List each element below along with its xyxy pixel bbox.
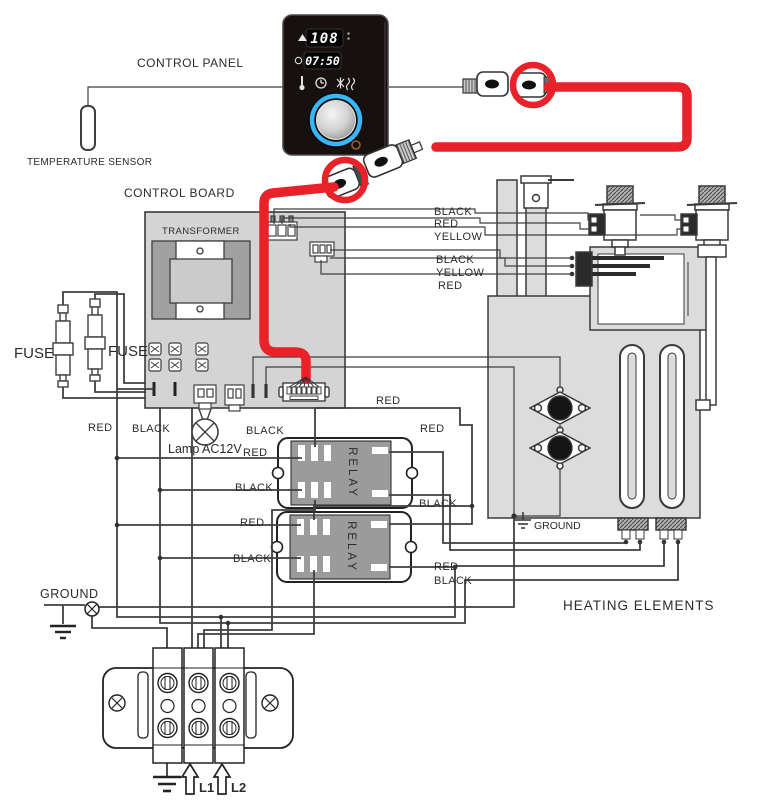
board-sensor-connector — [264, 215, 298, 241]
steam-icon — [336, 77, 356, 91]
fill-fitting — [520, 175, 574, 209]
fuse-a — [52, 304, 74, 388]
power-wires — [44, 291, 679, 652]
wire-label: BLACK — [434, 575, 472, 587]
wire-label: RED — [243, 447, 267, 459]
mount-screw-right — [261, 694, 279, 712]
control-board — [144, 211, 346, 412]
red-cable-1 — [431, 82, 692, 152]
wires — [87, 86, 683, 517]
lamp — [191, 408, 219, 446]
heating-element-terminals — [617, 517, 687, 540]
wire-label: BLACK — [233, 553, 271, 565]
power-led-ring — [351, 140, 361, 150]
ground-tank-label: GROUND — [534, 520, 581, 532]
degree-icon — [347, 32, 350, 40]
wire-label: BLACK — [132, 423, 170, 435]
fuse-b — [84, 298, 106, 382]
control-panel: 108 07:50 — [282, 14, 389, 156]
mount-screw-left — [108, 694, 126, 712]
labels: CONTROL PANEL TEMPERATURE SENSOR CONTROL… — [14, 56, 715, 795]
fuse-b-label: FUSE — [108, 343, 148, 360]
clock-icon — [294, 56, 303, 65]
control-knob[interactable] — [308, 92, 364, 148]
relay-1: RELAY — [271, 437, 419, 509]
heating-element-tubes — [619, 344, 685, 509]
temperature-sensor — [80, 105, 96, 151]
board-cable-connectors — [322, 138, 424, 199]
relay-2: RELAY — [270, 511, 418, 583]
board-aux-connector — [309, 241, 335, 263]
inline-fuses — [52, 298, 106, 388]
wire-label: RED — [434, 561, 458, 573]
time-display-value: 07:50 — [305, 54, 340, 68]
wire-label: YELLOW — [434, 231, 482, 243]
highlight-circle-2 — [321, 156, 369, 204]
drain-pipe — [705, 256, 717, 406]
junction-dots — [114, 255, 681, 626]
fill-pipe-column — [525, 205, 547, 301]
red-cable-2 — [259, 182, 339, 384]
control-board-label: CONTROL BOARD — [124, 186, 235, 200]
solenoid-valve-2 — [680, 185, 738, 411]
temp-up-icon — [298, 34, 307, 41]
wire-label: YELLOW — [436, 267, 484, 279]
wire-label: RED — [240, 517, 264, 529]
temp-display-value: 108 — [310, 31, 338, 47]
thermometer-icon — [299, 76, 305, 91]
wire-label: RED — [376, 395, 400, 407]
board-fuse-clips — [148, 342, 209, 372]
l1-label: L1 — [199, 780, 214, 795]
board-2pin-connector — [224, 384, 245, 412]
terminal-strip-l1 — [183, 647, 214, 764]
terminal-strip-ground — [152, 647, 183, 764]
wire-label: BLACK — [434, 206, 472, 218]
time-display — [303, 51, 342, 70]
connector-plug-1 — [462, 71, 509, 97]
wire-label: RED — [420, 423, 444, 435]
thermostat-2 — [528, 426, 592, 470]
solenoid-valve-1 — [588, 185, 646, 256]
wire-label: BLACK — [419, 498, 457, 510]
wire-label: BLACK — [436, 254, 474, 266]
black-main-run — [159, 408, 679, 624]
lamp-connector — [193, 384, 217, 410]
ground-main-label: GROUND — [40, 587, 99, 601]
relay-b-label: RELAY — [345, 521, 357, 573]
transformer — [151, 240, 251, 320]
connector-plug-2 — [362, 138, 424, 178]
steam-tank-assembly — [487, 175, 738, 540]
control-panel-label: CONTROL PANEL — [137, 56, 244, 70]
line-arrows — [180, 762, 232, 795]
l2-arrow — [212, 762, 232, 795]
electrode-terminal-block — [575, 251, 593, 287]
red-main-run — [116, 389, 665, 618]
fuse-a-label: FUSE — [14, 345, 54, 362]
temperature-sensor-label: TEMPERATURE SENSOR — [27, 157, 152, 168]
heating-elements-label: HEATING ELEMENTS — [563, 598, 715, 613]
steam-pipe-column — [496, 179, 518, 301]
wire-label: RED — [434, 218, 458, 230]
terminal-block — [102, 647, 294, 764]
temp-display — [305, 28, 344, 48]
transformer-label: TRANSFORMER — [162, 226, 240, 237]
cable-fanout — [288, 376, 320, 388]
level-sensor-box — [575, 246, 709, 331]
wire-label: RED — [88, 422, 112, 434]
wire-label: BLACK — [246, 425, 284, 437]
terminal-strip-l2 — [214, 647, 245, 764]
l1-arrow — [180, 762, 200, 795]
l2-label: L2 — [231, 780, 246, 795]
relay-a-label: RELAY — [346, 447, 358, 499]
thermostat-1 — [528, 386, 592, 425]
highlight-circle-1 — [509, 61, 557, 109]
panel-cable-connectors — [462, 71, 553, 98]
ground-left-symbol — [50, 601, 100, 640]
terminal-ground-symbol — [153, 763, 181, 793]
wire-label: RED — [438, 280, 462, 292]
wire-label: BLACK — [235, 482, 273, 494]
lamp-label: Lamp AC12V — [168, 442, 242, 456]
wire-labels: BLACK RED YELLOW BLACK YELLOW RED RED BL… — [88, 206, 484, 587]
timer-icon — [315, 77, 327, 89]
